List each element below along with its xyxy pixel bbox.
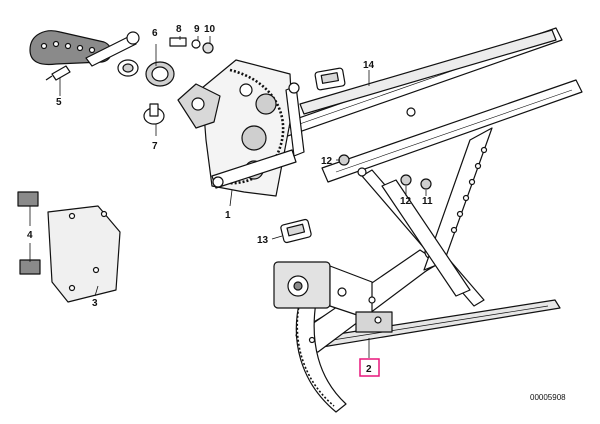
highlight-box-part-2: [359, 358, 380, 377]
middle-rail: [321, 79, 583, 183]
part-label-2: 2: [366, 364, 372, 375]
toothed-sector: [295, 299, 347, 413]
part-label-7: 7: [152, 141, 158, 152]
crank-arm: [85, 35, 137, 67]
part-label-8: 8: [176, 24, 182, 35]
upper-scissor-arm: [381, 179, 471, 297]
nut-part-10: [202, 42, 214, 54]
screw-part-5: [51, 65, 71, 81]
reference-number: 00005908: [530, 393, 566, 402]
part-labels: 1 2 3 4 5 6 7 8 9 10 11 12 12 13 14 0000…: [27, 24, 566, 402]
lower-regulator-assembly: [273, 169, 561, 413]
nut-part-11: [420, 178, 432, 190]
small-parts: [280, 67, 432, 244]
part-label-3: 3: [92, 298, 98, 309]
part-label-14: 14: [363, 60, 375, 71]
part-label-12-a: 12: [321, 156, 333, 167]
leader-lines: [29, 36, 427, 358]
nut-part-12-b: [400, 174, 412, 186]
washer-part-9: [191, 39, 201, 49]
clip-part-4-upper: [17, 191, 39, 207]
part-label-4: 4: [27, 230, 33, 241]
nut-part-12-a: [338, 154, 350, 166]
bracket-part-3: [47, 205, 121, 303]
part-label-10: 10: [204, 24, 216, 35]
part-label-6: 6: [152, 28, 158, 39]
part-label-12-b: 12: [400, 196, 412, 207]
regulator-plate: [177, 59, 305, 197]
part-label-9: 9: [194, 24, 200, 35]
part-label-5: 5: [56, 97, 62, 108]
part-label-1: 1: [225, 210, 231, 221]
part-label-13: 13: [257, 235, 269, 246]
bolt-part-8: [169, 37, 187, 47]
upper-rail-lower: [299, 29, 557, 115]
part-label-11: 11: [422, 196, 433, 207]
clip-part-4-lower: [19, 259, 41, 275]
left-bracket: [17, 191, 121, 303]
upper-guide-rail: [235, 27, 583, 297]
crank-handle: [29, 30, 214, 125]
